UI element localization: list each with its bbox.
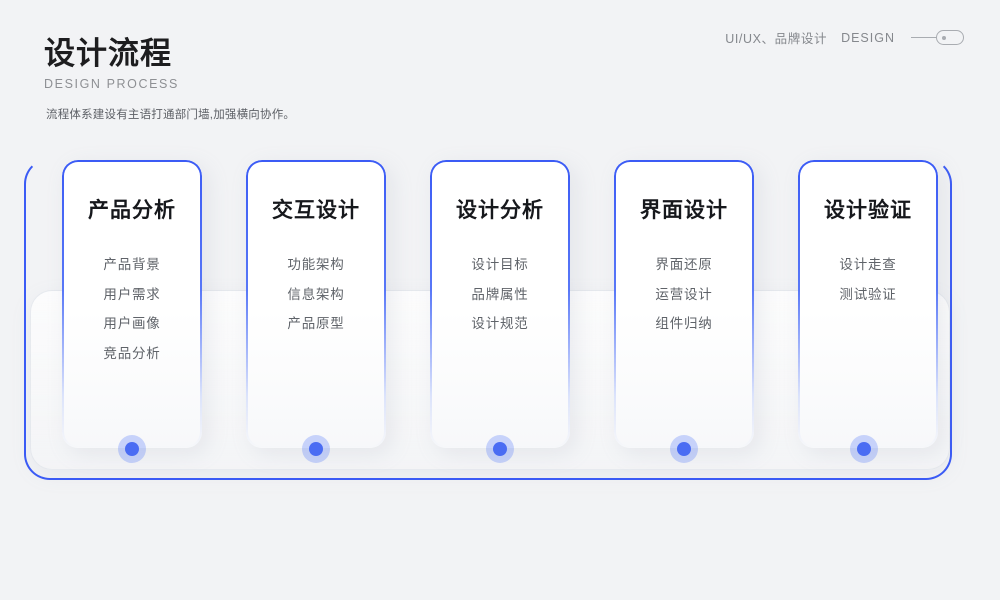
card-item: 信息架构 — [287, 286, 345, 302]
card-item: 测试验证 — [839, 286, 897, 302]
title-block: 设计流程 DESIGN PROCESS — [44, 36, 179, 91]
card-item-list: 界面还原 运营设计 组件归纳 — [614, 258, 754, 331]
header-tag-cn: UI/UX、品牌设计 — [725, 32, 828, 46]
timeline-dot[interactable] — [118, 435, 146, 463]
card-item: 设计走查 — [839, 257, 897, 272]
flow-card[interactable]: 界面设计 界面还原 运营设计 组件归纳 — [614, 160, 754, 448]
page-header: 设计流程 DESIGN PROCESS 流程体系建设有主语打通部门墙,加强横向协… — [0, 0, 1000, 140]
flow-card[interactable]: 设计分析 设计目标 品牌属性 设计规范 — [430, 160, 570, 448]
flow-diagram: 产品分析 产品背景 用户需求 用户画像 竞品分析 交互设计 功能架构 信息架构 … — [0, 130, 1000, 490]
card-item: 设计目标 — [471, 257, 529, 272]
card-title: 设计分析 — [456, 199, 544, 222]
card-item: 功能架构 — [287, 257, 345, 272]
toggle-line-icon — [911, 37, 937, 38]
card-item: 界面还原 — [655, 257, 713, 272]
card-title: 交互设计 — [272, 199, 360, 222]
card-item: 用户需求 — [103, 286, 161, 302]
page-subtitle: DESIGN PROCESS — [44, 76, 179, 91]
card-item: 设计规范 — [471, 316, 529, 331]
card-title: 界面设计 — [640, 199, 728, 222]
card-item: 组件归纳 — [655, 316, 713, 331]
page-title: 设计流程 — [44, 36, 172, 71]
card-item-list: 设计目标 品牌属性 设计规范 — [430, 258, 570, 331]
card-title: 产品分析 — [88, 199, 176, 222]
timeline-dot[interactable] — [302, 435, 330, 463]
timeline-dot[interactable] — [486, 435, 514, 463]
card-item: 品牌属性 — [471, 286, 529, 302]
toggle-pill-icon[interactable] — [936, 30, 964, 45]
page-description: 流程体系建设有主语打通部门墙,加强横向协作。 — [46, 109, 296, 121]
card-item: 产品原型 — [287, 316, 345, 331]
card-title: 设计验证 — [824, 199, 912, 222]
card-item: 运营设计 — [655, 286, 713, 302]
card-item-list: 产品背景 用户需求 用户画像 竞品分析 — [62, 258, 202, 360]
card-item-list: 设计走查 测试验证 — [798, 258, 938, 301]
card-item-list: 功能架构 信息架构 产品原型 — [246, 258, 386, 331]
card-item: 竞品分析 — [103, 345, 161, 361]
timeline-dots — [0, 130, 1000, 490]
card-item: 产品背景 — [103, 257, 161, 272]
card-item: 用户画像 — [103, 316, 161, 331]
card-list: 产品分析 产品背景 用户需求 用户画像 竞品分析 交互设计 功能架构 信息架构 … — [0, 130, 1000, 490]
timeline-dot[interactable] — [670, 435, 698, 463]
flow-connector-frame — [24, 158, 952, 480]
timeline-dot[interactable] — [850, 435, 878, 463]
toggle-switch[interactable] — [911, 30, 964, 45]
header-tag-en: DESIGN — [841, 30, 895, 45]
flow-card[interactable]: 产品分析 产品背景 用户需求 用户画像 竞品分析 — [62, 160, 202, 448]
flow-card[interactable]: 设计验证 设计走查 测试验证 — [798, 160, 938, 448]
flow-card[interactable]: 交互设计 功能架构 信息架构 产品原型 — [246, 160, 386, 448]
header-right-group: UI/UX、品牌设计 DESIGN — [725, 28, 964, 47]
